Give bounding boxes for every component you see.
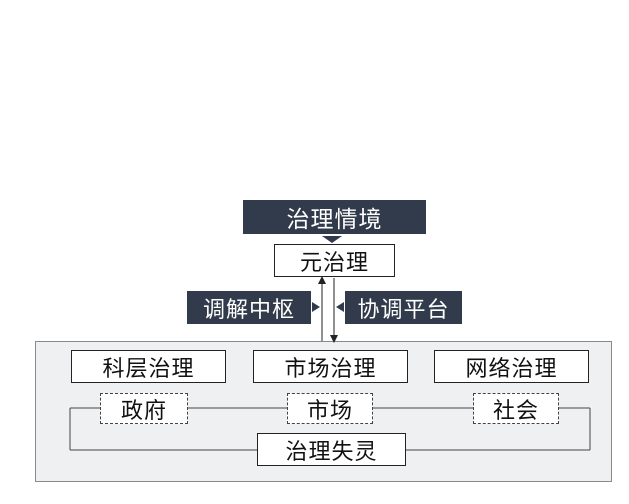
mediation-pointer: [312, 302, 320, 312]
network-governance-box: 网络治理: [434, 350, 589, 383]
mediation-hub-label: 调解中枢: [187, 291, 311, 324]
governance-failure-box: 治理失灵: [257, 433, 406, 466]
government-actor-box: 政府: [100, 393, 188, 424]
meta-governance-box: 元治理: [274, 244, 395, 277]
coordination-platform-label: 协调平台: [345, 291, 462, 324]
context-arrow: [322, 236, 342, 243]
market-governance-box: 市场治理: [253, 350, 408, 383]
hierarchical-governance-box: 科层治理: [71, 350, 226, 383]
governance-context-label: 治理情境: [243, 200, 426, 234]
market-actor-box: 市场: [287, 393, 373, 424]
coordination-pointer: [336, 302, 344, 312]
society-actor-box: 社会: [473, 393, 559, 424]
